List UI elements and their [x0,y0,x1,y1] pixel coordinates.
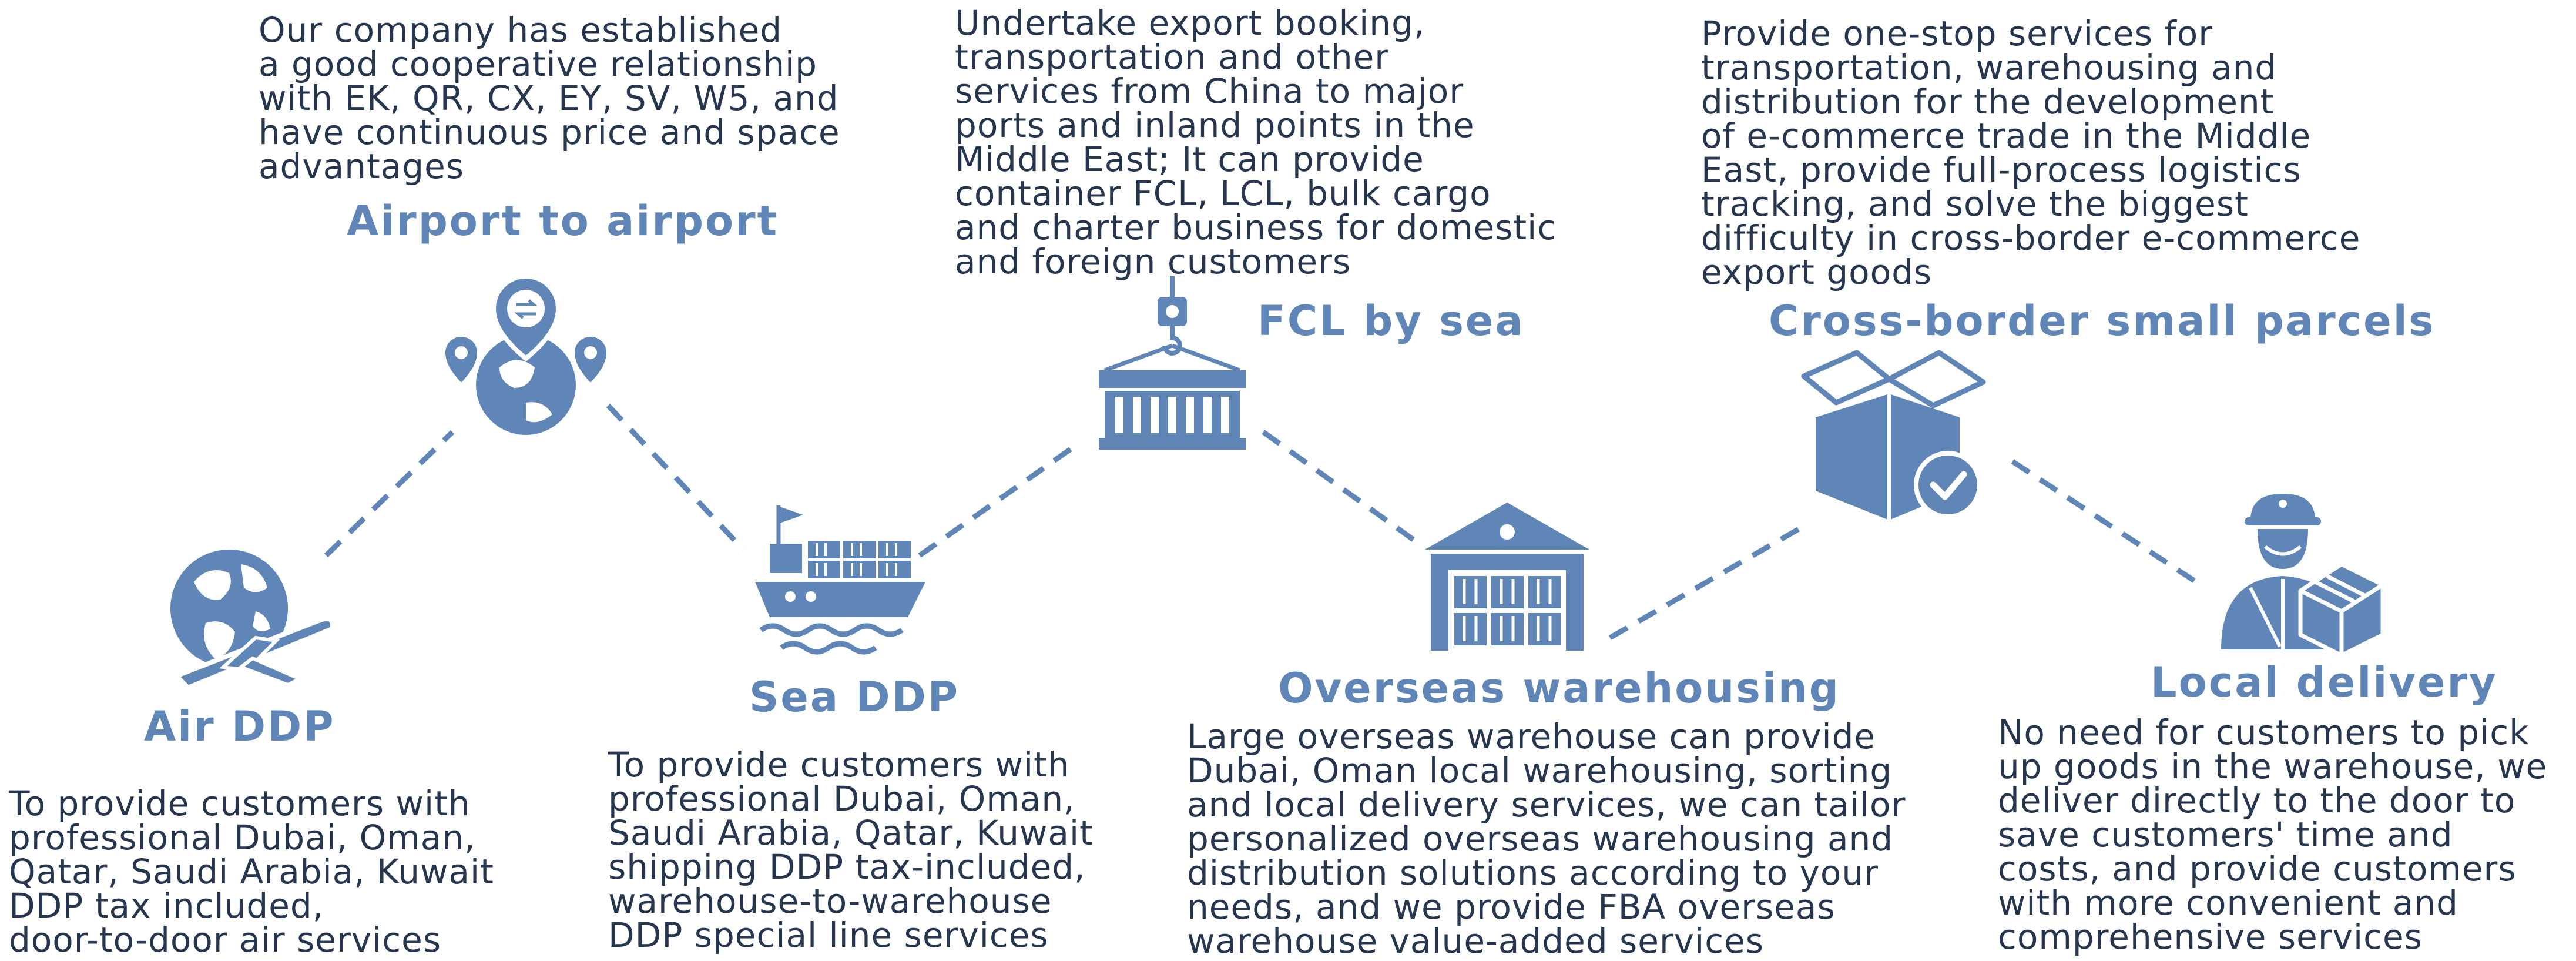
desc-line: No need for customers to pick [1998,712,2530,752]
desc-local-delivery: No need for customers to pick up goods i… [1998,715,2547,954]
desc-fcl-by-sea: Undertake export booking, transportation… [955,6,1557,279]
crane-container-icon [1093,276,1252,453]
desc-line: distribution for the development [1701,82,2275,122]
desc-line: and charter business for domestic [955,207,1557,247]
desc-line: costs, and provide customers [1998,849,2517,889]
title-cross-border-parcels: Cross-border small parcels [1769,297,2436,345]
desc-line: deliver directly to the door to [1998,781,2516,821]
desc-line: shipping DDP tax-included, [608,847,1086,887]
desc-line: warehouse-to-warehouse [608,881,1052,921]
desc-line: DDP special line services [608,915,1049,955]
cargo-ship-icon [749,500,931,658]
title-overseas-warehousing: Overseas warehousing [1278,664,1840,712]
desc-line: with EK, QR, CX, EY, SV, W5, and [259,78,839,118]
link-parcels-local [2011,459,2202,587]
desc-line: Undertake export booking, [955,3,1425,43]
desc-line: East, provide full-process logistics [1701,150,2302,190]
desc-sea-ddp: To provide customers with professional D… [608,748,1094,952]
desc-air-ddp: To provide customers with professional D… [9,786,494,957]
title-fcl-by-sea: FCL by sea [1257,297,1525,345]
desc-line: Qatar, Saudi Arabia, Kuwait [9,852,494,892]
desc-line: distribution solutions according to your [1187,853,1879,893]
desc-line: personalized overseas warehousing and [1187,819,1894,859]
globe-airplane-icon [153,541,341,711]
link-sea-fcl [918,441,1080,558]
desc-line: tracking, and solve the biggest [1701,184,2249,224]
desc-line: up goods in the warehouse, we [1998,746,2548,786]
desc-line: needs, and we provide FBA overseas [1187,887,1836,927]
desc-line: Provide one-stop services for [1701,14,2213,53]
link-airport-sea [606,403,746,552]
desc-line: To provide customers with [9,783,471,823]
desc-line: with more convenient and [1998,883,2458,923]
link-fcl-warehouse [1262,430,1421,546]
desc-line: ports and inland points in the [955,105,1475,145]
open-box-check-icon [1780,344,1992,532]
title-airport-to-airport: Airport to airport [347,197,779,245]
desc-airport-to-airport: Our company has established a good coope… [259,13,840,183]
desc-line: Our company has established [259,10,783,50]
desc-line: a good cooperative relationship [259,44,817,84]
desc-line: services from China to major [955,71,1464,111]
desc-line: Large overseas warehouse can provide [1187,716,1876,756]
desc-line: DDP tax included, [9,886,324,926]
desc-cross-border-parcels: Provide one-stop services for transporta… [1701,16,2361,289]
desc-line: and foreign customers [955,242,1351,282]
desc-line: warehouse value-added services [1187,921,1765,961]
desc-line: door-to-door air services [9,920,442,960]
desc-line: difficulty in cross-border e-commerce [1701,218,2361,258]
desc-line: have continuous price and space [259,112,840,152]
desc-line: of e-commerce trade in the Middle [1701,116,2312,156]
desc-line: professional Dubai, Oman, [9,818,476,858]
desc-overseas-warehousing: Large overseas warehouse can provide Dub… [1187,719,1906,958]
title-local-delivery: Local delivery [2151,658,2498,706]
title-air-ddp: Air DDP [144,702,336,751]
link-warehouse-parcels [1608,524,1806,640]
desc-line: comprehensive services [1998,917,2423,957]
desc-line: container FCL, LCL, bulk cargo [955,173,1491,213]
desc-line: transportation, warehousing and [1701,48,2278,88]
desc-line: Dubai, Oman local warehousing, sorting [1187,751,1893,791]
link-air-airport [324,430,455,558]
desc-line: professional Dubai, Oman, [608,779,1075,819]
desc-line: save customers' time and [1998,815,2453,855]
globe-location-pins-icon [438,270,614,441]
desc-line: export goods [1701,252,1933,292]
desc-line: transportation and other [955,37,1390,77]
desc-line: and local delivery services, we can tail… [1187,785,1906,825]
title-sea-ddp: Sea DDP [749,673,960,721]
desc-line: advantages [259,146,464,186]
desc-line: Saudi Arabia, Qatar, Kuwait [608,813,1094,853]
warehouse-icon [1422,500,1592,652]
desc-line: Middle East; It can provide [955,139,1424,179]
courier-package-icon [2215,488,2386,652]
desc-line: To provide customers with [608,745,1070,785]
